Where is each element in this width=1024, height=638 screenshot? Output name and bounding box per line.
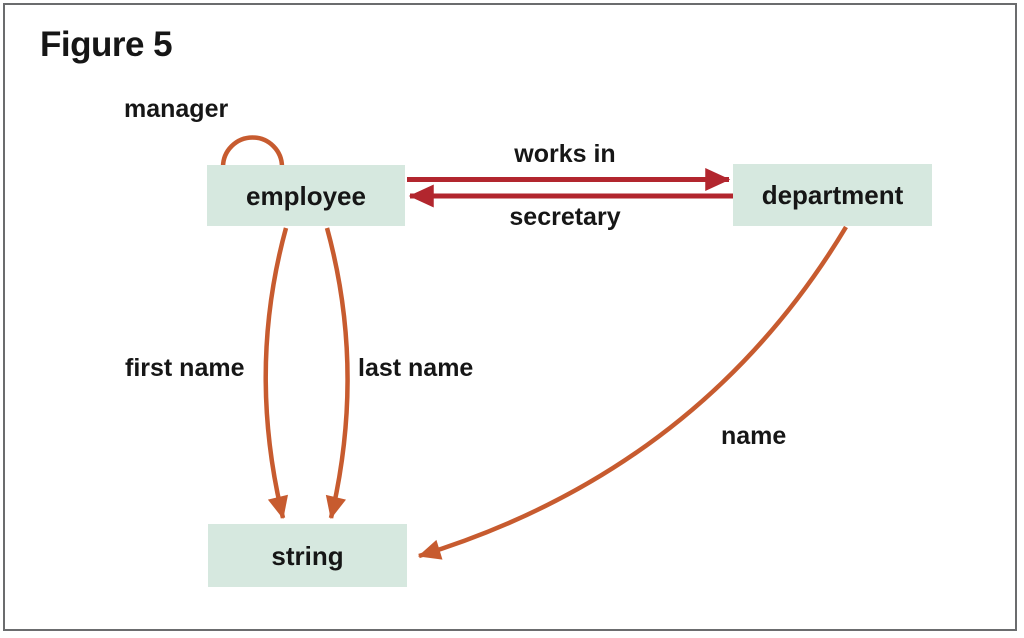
edge-label-manager: manager [124, 95, 229, 123]
edge-label-name: name [721, 422, 787, 450]
figure-title: Figure 5 [40, 25, 173, 64]
node-employee: employee [207, 165, 405, 226]
edge-first-name-arrow [263, 227, 289, 520]
node-string: string [208, 524, 407, 587]
edge-label-first-name: first name [125, 354, 245, 382]
edge-label-secretary: secretary [509, 203, 621, 231]
figure-frame [3, 3, 1017, 631]
edge-label-works-in: works in [514, 140, 616, 168]
edge-name-arrow [417, 225, 848, 560]
edge-last-name-arrow [324, 227, 350, 520]
node-department-label: department [761, 180, 904, 210]
node-department: department [733, 164, 932, 226]
edge-manager-loop [220, 135, 285, 168]
node-employee-label: employee [246, 180, 366, 211]
edge-label-last-name: last name [358, 354, 474, 382]
node-string-label: string [271, 540, 344, 571]
